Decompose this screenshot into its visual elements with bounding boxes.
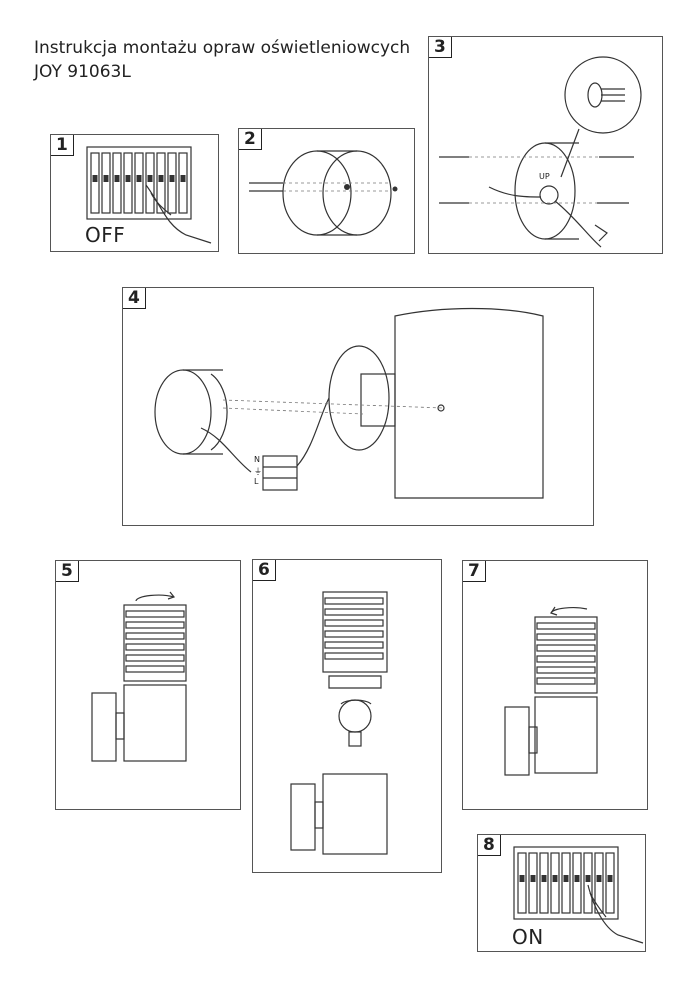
louver-slat — [125, 632, 185, 640]
step-1-panel: 1 OFF — [50, 134, 219, 252]
breaker-module — [101, 152, 111, 214]
breaker-module — [178, 152, 188, 214]
breaker-switch — [541, 875, 547, 882]
breaker-switch — [552, 875, 558, 882]
step-6-number: 6 — [253, 560, 276, 581]
step-1-number: 1 — [51, 135, 74, 156]
breaker-module — [90, 152, 100, 214]
breaker-switch — [158, 175, 164, 182]
louver-slat — [324, 641, 384, 649]
breaker-switch — [92, 175, 98, 182]
breaker-switch — [607, 875, 613, 882]
louver-slat — [536, 666, 596, 674]
louver-slat — [324, 608, 384, 616]
breaker-switch — [114, 175, 120, 182]
breaker-switch — [585, 875, 591, 882]
louver-slat — [324, 619, 384, 627]
breaker-switch — [596, 875, 602, 882]
step-8-number: 8 — [478, 835, 501, 856]
step-5-number: 5 — [56, 561, 79, 582]
step-2-number: 2 — [239, 129, 262, 150]
step-4-panel: 4 N ⏚ L — [122, 287, 594, 526]
step-3-number: 3 — [429, 37, 452, 58]
breaker-module — [156, 152, 166, 214]
breaker-switch — [563, 875, 569, 882]
breaker-switch — [519, 875, 525, 882]
breaker-switch — [147, 175, 153, 182]
step-5-panel: 5 — [55, 560, 241, 810]
step-8-panel: 8 ON — [477, 834, 646, 952]
louver-slat — [536, 633, 596, 641]
fixture-closed-illustration — [91, 591, 187, 762]
louver-slat — [125, 621, 185, 629]
breaker-switch — [103, 175, 109, 182]
louver-slat — [536, 644, 596, 652]
breaker-module — [561, 852, 571, 914]
louver-slat — [324, 597, 384, 605]
breaker-module — [539, 852, 549, 914]
breaker-on-illustration — [513, 846, 644, 944]
breaker-switch — [574, 875, 580, 882]
louver-slat — [125, 654, 185, 662]
breaker-module — [605, 852, 615, 914]
breaker-module — [583, 852, 593, 914]
fixture-reassembled-illustration — [504, 606, 598, 776]
bulb-replacement-illustration — [290, 591, 388, 855]
breaker-module — [572, 852, 582, 914]
step-7-panel: 7 — [462, 560, 648, 810]
breaker-module — [167, 152, 177, 214]
step-7-number: 7 — [463, 561, 486, 582]
breaker-module — [517, 852, 527, 914]
step-2-panel: 2 — [238, 128, 415, 254]
step-4-number: 4 — [123, 288, 146, 309]
step-1-off-label: OFF — [85, 223, 126, 247]
terminal-l-label: L — [254, 477, 259, 486]
step-6-panel: 6 — [252, 559, 442, 873]
breaker-switch — [125, 175, 131, 182]
breaker-switch — [530, 875, 536, 882]
breaker-module — [550, 852, 560, 914]
breaker-switch — [136, 175, 142, 182]
breaker-module — [134, 152, 144, 214]
page-title-line-1: Instrukcja montażu opraw oświetleniowcyc… — [34, 38, 411, 58]
terminal-earth-label: ⏚ — [254, 467, 262, 476]
breaker-switch — [169, 175, 175, 182]
breaker-switch — [180, 175, 186, 182]
louver-slat — [125, 665, 185, 673]
wall-mount-illustration — [439, 56, 642, 248]
louver-slat — [125, 610, 185, 618]
breaker-module — [123, 152, 133, 214]
louver-slat — [324, 652, 384, 660]
terminal-n-label: N — [254, 455, 260, 464]
louver-slat — [536, 622, 596, 630]
breaker-module — [112, 152, 122, 214]
louver-slat — [324, 630, 384, 638]
louver-slat — [536, 655, 596, 663]
wiring-illustration — [154, 307, 544, 499]
breaker-off-illustration — [86, 146, 212, 244]
step-8-on-label: ON — [512, 925, 544, 949]
breaker-module — [528, 852, 538, 914]
step-3-panel: 3 UP — [428, 36, 663, 254]
step-3-up-label: UP — [539, 172, 550, 181]
page-title-line-2: JOY 91063L — [34, 62, 131, 82]
breaker-module — [145, 152, 155, 214]
louver-slat — [125, 643, 185, 651]
louver-slat — [536, 677, 596, 685]
mounting-box-illustration — [249, 150, 398, 236]
